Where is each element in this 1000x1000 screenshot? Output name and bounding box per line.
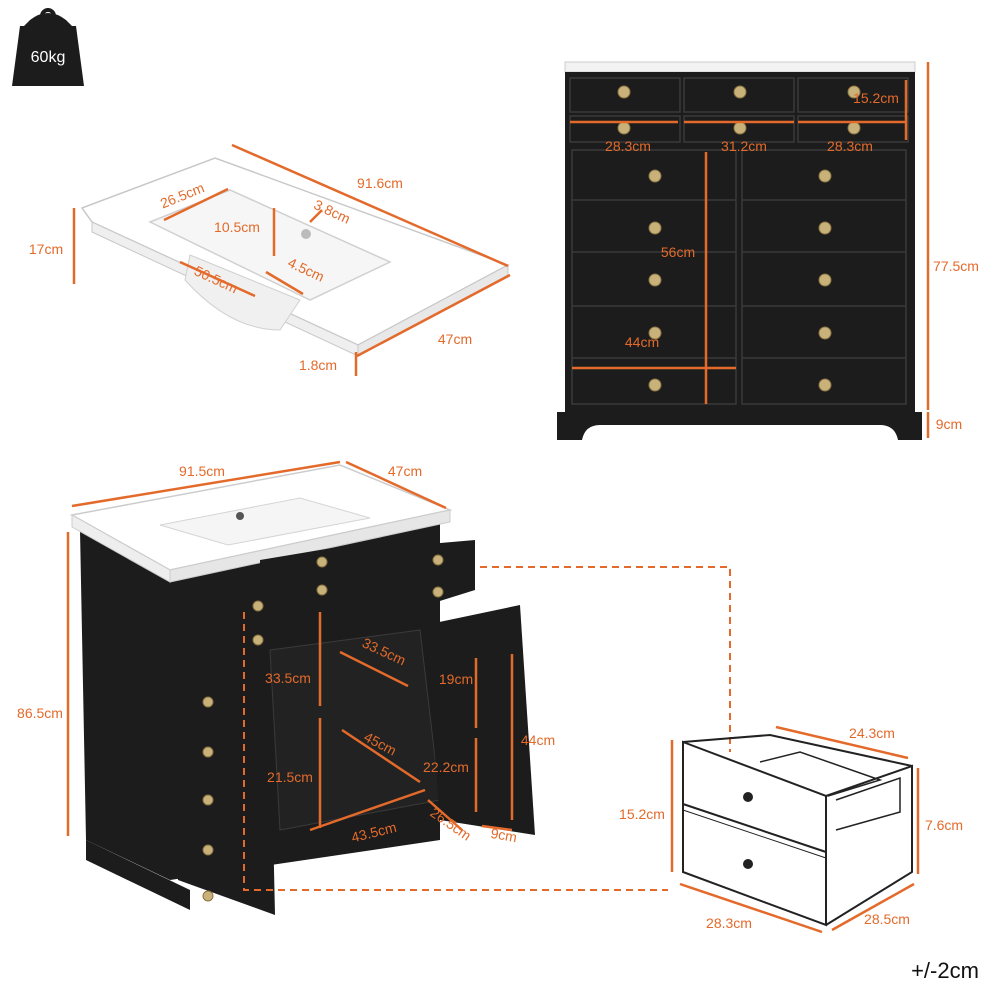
door-depth-label: 9cm xyxy=(489,825,518,845)
sink-thickness-label: 1.8cm xyxy=(299,357,337,373)
knobs-front xyxy=(617,85,861,392)
door-inner-label: 44cm xyxy=(521,732,555,748)
top-space-label: 33.5cm xyxy=(265,670,311,686)
drawer-height-label: 15.2cm xyxy=(853,90,899,106)
drawer-callout-lines xyxy=(243,566,731,891)
drawer-width-right-label: 28.3cm xyxy=(827,138,873,154)
sink-top-dimensions xyxy=(72,143,511,376)
drawer-pull-bottom xyxy=(743,859,753,869)
weight-icon xyxy=(12,13,84,86)
bottom-space-label: 21.5cm xyxy=(267,769,313,785)
drawer-detail-side-height-label: 7.6cm xyxy=(925,817,963,833)
open-depth-label: 47cm xyxy=(388,463,422,479)
weight-badge: 60kg xyxy=(12,8,84,86)
door-height-label: 56cm xyxy=(661,244,695,260)
open-view-dimensions xyxy=(66,460,514,836)
sink-depth-label: 47cm xyxy=(438,331,472,347)
drawer-width-left-label: 28.3cm xyxy=(605,138,651,154)
shelf-gap-label: 19cm xyxy=(439,671,473,687)
basin-height-label: 10.5cm xyxy=(214,219,260,235)
drawer-detail-width-label: 24.3cm xyxy=(849,725,895,741)
sink-width-label: 91.6cm xyxy=(357,175,403,191)
faucet-hole xyxy=(236,512,244,520)
drawer-detail-dimensions xyxy=(670,725,920,934)
door-width-label: 44cm xyxy=(625,334,659,350)
sink-height-label: 17cm xyxy=(29,241,63,257)
drawer-detail-depth-label: 28.5cm xyxy=(864,911,910,927)
drawer-width-mid-label: 31.2cm xyxy=(721,138,767,154)
tolerance-label: +/-2cm xyxy=(911,958,979,983)
door-shelf-label: 22.2cm xyxy=(423,759,469,775)
drawer-pull-top xyxy=(743,792,753,802)
open-total-height-label: 86.5cm xyxy=(17,705,63,721)
weight-label: 60kg xyxy=(31,49,66,66)
cabinet-front-view xyxy=(557,61,922,440)
front-total-height-label: 77.5cm xyxy=(933,258,979,274)
front-view-dimensions xyxy=(570,62,930,438)
knobs-open xyxy=(202,554,444,902)
drawer-detail xyxy=(682,733,913,927)
sink-top-illustration xyxy=(80,157,510,357)
cabinet-open-view xyxy=(69,464,535,915)
overflow-hole xyxy=(301,229,311,239)
drawer-detail-front-height-label: 15.2cm xyxy=(619,806,665,822)
open-width-label: 91.5cm xyxy=(179,463,225,479)
drawer-detail-front-width-label: 28.3cm xyxy=(706,915,752,931)
toe-kick-label: 9cm xyxy=(936,416,962,432)
